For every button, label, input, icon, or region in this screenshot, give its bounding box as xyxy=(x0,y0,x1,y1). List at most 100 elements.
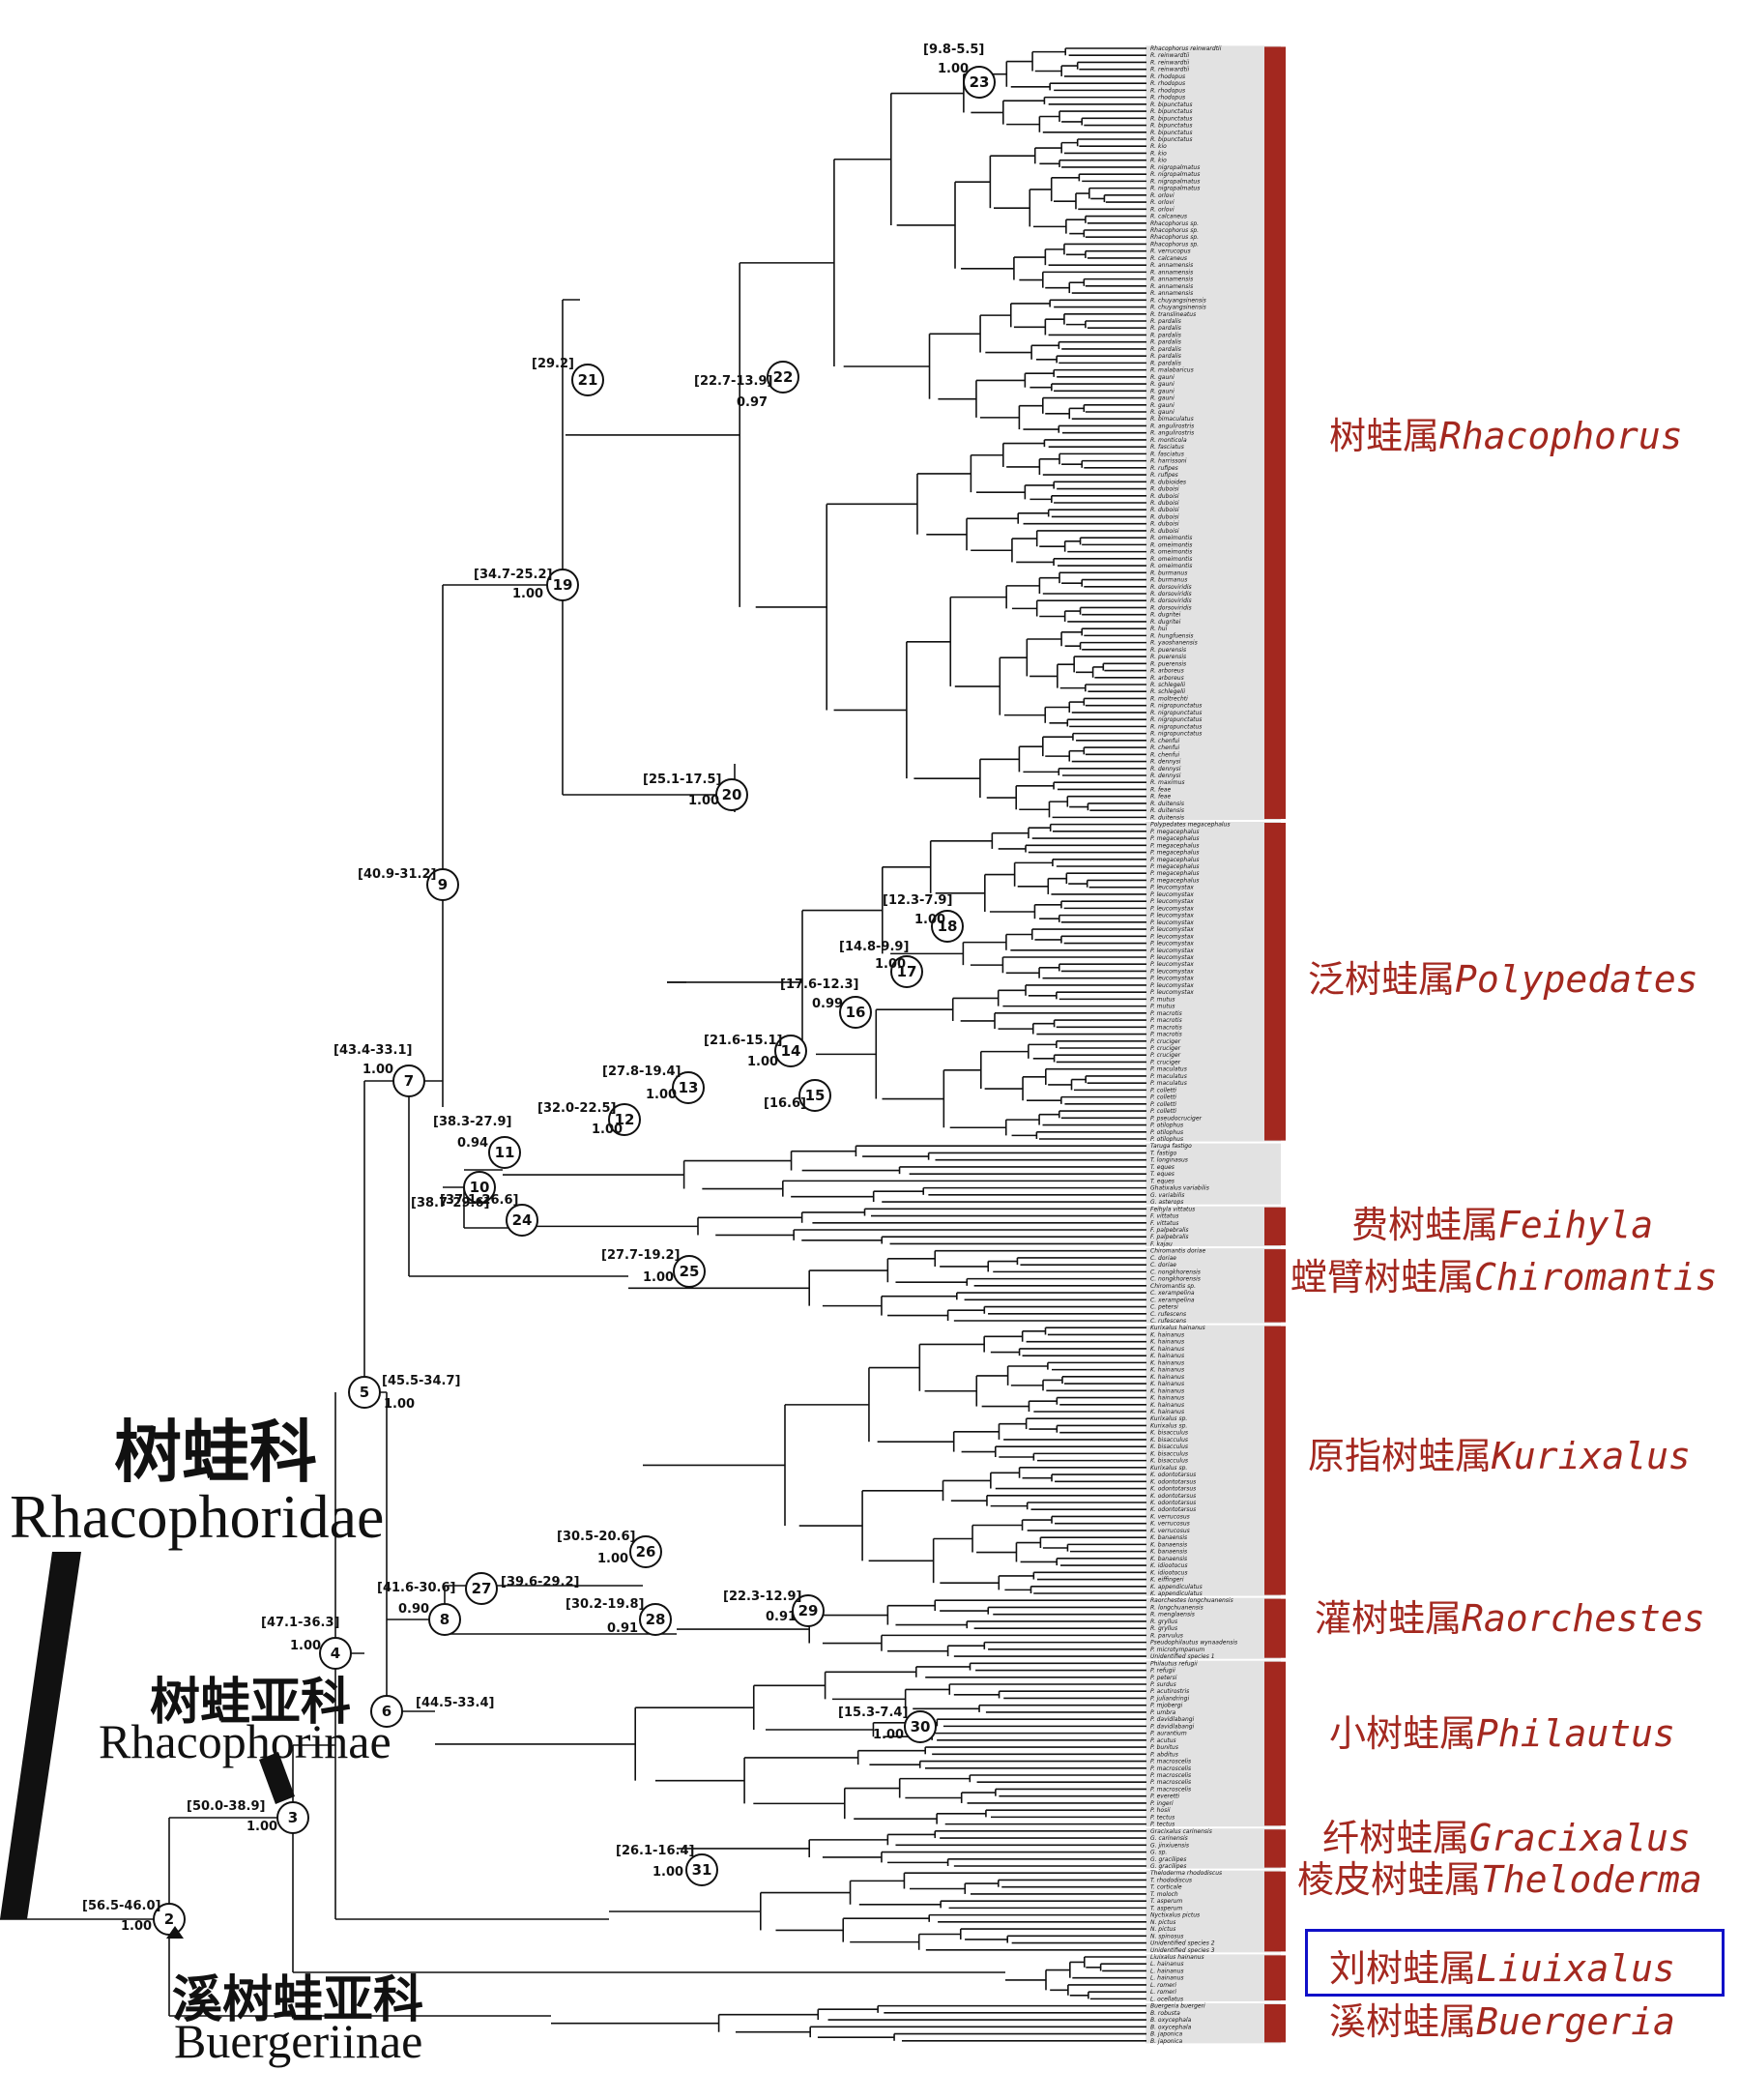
node-19: 19[34.7-25.2]1.00 xyxy=(474,568,579,601)
node-23: 23[9.8-5.5]1.00 xyxy=(923,43,996,99)
tip-label: R. translineatus xyxy=(1150,311,1196,318)
tip-label: K. hainanus xyxy=(1150,1374,1184,1381)
tip-label: R. bipunctatus xyxy=(1150,130,1192,136)
genus-latin: Chiromantis xyxy=(1474,1256,1718,1298)
tip-label: R. duboisi xyxy=(1150,493,1179,500)
node-circle xyxy=(963,66,996,99)
node-circle xyxy=(370,1695,403,1728)
node-31: 31[26.1-16.4]1.00 xyxy=(616,1844,718,1886)
node-support: 1.00 xyxy=(592,1123,623,1137)
tree-nodes: 2[56.5-46.0]1.003[50.0-38.9]1.004[47.1-3… xyxy=(82,43,996,1936)
tip-label: G. asterops xyxy=(1150,1199,1183,1206)
tip-label: K. bisacculus xyxy=(1150,1458,1188,1465)
tip-label: R. omeimontis xyxy=(1150,535,1192,541)
tip-label: Buergeria buergeri xyxy=(1150,2003,1205,2010)
node-number: 17 xyxy=(897,963,917,980)
genus-cn: 灌树蛙属 xyxy=(1315,1597,1463,1640)
tip-label: P. cruciger xyxy=(1150,1052,1181,1059)
tip-label: P. otilophus xyxy=(1150,1136,1183,1143)
node-support: 0.94 xyxy=(457,1136,488,1151)
genus-latin: Rhacophorus xyxy=(1439,415,1683,457)
tip-label: L. hainanus xyxy=(1150,1961,1184,1968)
node-4: 4[47.1-36.3]1.00 xyxy=(261,1616,352,1670)
tip-label: T. longinasus xyxy=(1150,1157,1188,1164)
genus-latin: Feihyla xyxy=(1498,1204,1654,1246)
tip-label: T. rhododiscus xyxy=(1150,1877,1192,1883)
genus-label-raorchestes: 灌树蛙属Raorchestes xyxy=(1315,1589,1705,1642)
tip-label: C. rufescens xyxy=(1150,1311,1186,1318)
tip-label: Liuixalus hainanus xyxy=(1150,1954,1204,1961)
tip-label: Theloderma rhododiscus xyxy=(1150,1870,1222,1877)
tip-label: P. leucomystax xyxy=(1150,933,1194,940)
tip-label: R. nigropunctatus xyxy=(1150,716,1202,723)
tip-label: R. pardalis xyxy=(1150,318,1181,325)
tree-branches xyxy=(0,47,1146,2042)
tip-label: B. japonica xyxy=(1150,2031,1183,2038)
tip-label: G. gracilipes xyxy=(1150,1856,1186,1863)
node-number: 31 xyxy=(692,1861,712,1879)
tip-label: P. davidlabangi xyxy=(1150,1716,1195,1723)
node-support: 0.91 xyxy=(607,1621,638,1636)
tip-label: G. jinxiuensis xyxy=(1150,1842,1189,1849)
tip-label: R. bipunctatus xyxy=(1150,136,1192,143)
tip-label: K. hainanus xyxy=(1150,1409,1184,1415)
tip-label: R. rhodopus xyxy=(1150,73,1185,80)
tip-label: K. hainanus xyxy=(1150,1367,1184,1374)
node-17: 17[14.8-9.9]1.00 xyxy=(839,940,923,988)
node-support: 1.00 xyxy=(290,1639,321,1653)
tip-label: R. calcaneus xyxy=(1150,214,1187,220)
node-range: [41.6-30.6] xyxy=(377,1581,455,1595)
tip-label: R. moltrechti xyxy=(1150,695,1188,702)
tip-label: P. leucomystax xyxy=(1150,885,1194,891)
tip-label: R. arboreus xyxy=(1150,675,1184,682)
node-number: 28 xyxy=(646,1611,666,1628)
tip-label: Nyctixalus pictus xyxy=(1150,1912,1200,1919)
tip-label: P. tectus xyxy=(1150,1822,1174,1828)
node-number: 21 xyxy=(578,371,598,389)
node-range: [17.6-12.3] xyxy=(780,977,858,992)
genus-bar-raorchestes xyxy=(1264,1598,1286,1658)
liuixalus-highlight-box xyxy=(1305,1929,1725,1997)
node-range: [14.8-9.9] xyxy=(839,940,909,954)
node-number: 15 xyxy=(805,1087,826,1104)
tip-label: R. duboisi xyxy=(1150,513,1179,520)
tip-shade-band xyxy=(1146,822,1281,1142)
node-29: 29[22.3-12.9]0.91 xyxy=(723,1590,825,1627)
tip-label: P. otilophus xyxy=(1150,1123,1183,1129)
tip-label: R. omeimontis xyxy=(1150,556,1192,563)
node-circle xyxy=(792,1594,825,1627)
node-support: 1.00 xyxy=(362,1063,393,1077)
tip-label: P. macrotis xyxy=(1150,1010,1182,1017)
node-3: 3[50.0-38.9]1.00 xyxy=(187,1799,309,1834)
tip-label: P. acutirostris xyxy=(1150,1688,1189,1695)
tip-label: Rhacophorus reinwardtii xyxy=(1150,45,1222,52)
genus-cn: 棱皮树蛙属 xyxy=(1297,1858,1482,1901)
tip-label: P. megacephalus xyxy=(1150,870,1200,877)
node-circle xyxy=(488,1136,521,1169)
node-circle xyxy=(463,1171,496,1204)
node-22: 22[22.7-13.9]0.97 xyxy=(694,361,799,410)
tip-label: T. asperum xyxy=(1150,1898,1182,1905)
tip-label: R. nigropunctatus xyxy=(1150,710,1202,716)
tip-label: R. dubioides xyxy=(1150,479,1186,485)
tip-label: R. chuyangsinensis xyxy=(1150,305,1206,311)
node-number: 10 xyxy=(470,1179,490,1196)
node-number: 8 xyxy=(440,1611,450,1628)
tip-label: P. leucomystax xyxy=(1150,926,1194,933)
tip-label: P. leucomystax xyxy=(1150,905,1194,912)
tip-label: K. banaensis xyxy=(1150,1556,1187,1562)
node-range: [30.2-19.8] xyxy=(566,1597,644,1612)
tip-label: C. petersi xyxy=(1150,1304,1178,1311)
node-support: 1.00 xyxy=(121,1919,152,1934)
node-number: 25 xyxy=(680,1263,700,1280)
tip-label: P. megacephalus xyxy=(1150,857,1200,863)
tip-label: R. gryllus xyxy=(1150,1625,1177,1632)
node-range: [45.5-34.7] xyxy=(382,1374,460,1388)
tip-label: R. dennysi xyxy=(1150,773,1181,779)
node-14: 14[21.6-15.1]1.00 xyxy=(704,1034,807,1069)
node-11: 11[38.3-27.9]0.94 xyxy=(433,1115,521,1169)
node-range: [29.2] xyxy=(532,357,574,371)
node-range: [26.1-16.4] xyxy=(616,1844,694,1858)
